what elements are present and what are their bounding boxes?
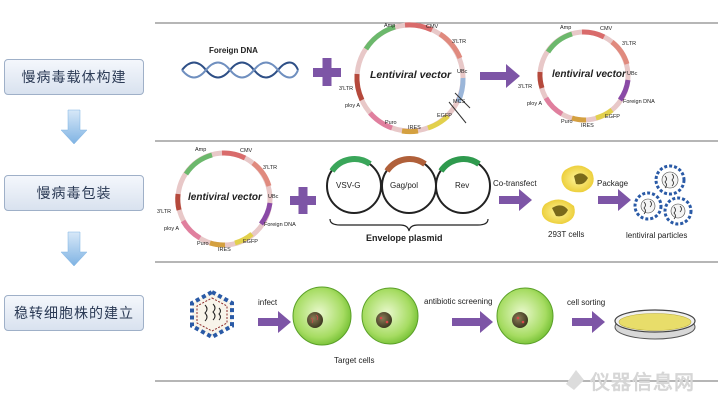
mcs-label: MCS [453,99,466,105]
antibiotic-screening-label: antibiotic screening [424,297,493,306]
row-separators [155,22,718,382]
ubc-label: UBc [268,194,279,200]
ltr-label: 3'LTR [452,39,467,45]
target-cell-icon [496,287,554,345]
vector-title: lentiviral vector [188,192,262,203]
process-arrow-icon [598,189,631,211]
lentiviral-particle-icon [633,191,663,221]
puro-label: Puro [561,119,573,125]
step-vector-construction: 慢病毒载体构建 [4,59,144,95]
down-arrow-icon [60,109,88,145]
infect-label: infect [258,298,278,307]
watermark-text: 仪器信息网 [590,370,695,394]
ubc-label: UBc [627,71,638,77]
lentiviral-particle-icon [654,164,686,196]
cotransfect-label: Co-transfect [493,179,537,188]
egfp-label: EGFP [243,239,258,245]
plasmid-vsvg-label: VSV-G [336,181,361,190]
vector-title: Lentiviral vector [370,69,452,81]
ltr-label: 3'LTR [622,41,637,47]
cmv-label: CMV [240,148,253,154]
plasmid-gagpol-label: Gag/pol [390,181,419,190]
step-stable-cell-line: 稳转细胞株的建立 [4,295,144,331]
envelope-plasmid-label: Envelope plasmid [366,233,443,243]
polya-label: ploy A [345,103,360,109]
virus-particle-icon [190,289,234,340]
amp-label: Amp [384,23,396,29]
plasmid-lentiviral-vector-recombinant [175,150,273,248]
plus-icon [290,187,316,214]
target-cell-icon [292,286,352,346]
cmv-label: CMV [600,26,613,32]
process-arrow-icon [572,311,605,333]
plasmid-rev [435,156,491,214]
plus-icon [313,58,341,86]
process-arrow-icon [452,311,493,333]
amp-label: Amp [195,147,207,153]
ltr-label: 3'LTR [263,165,278,171]
egfp-label: EGFP [605,114,620,120]
lentiviral-particle-icon [663,196,693,226]
cmv-label: CMV [426,24,439,30]
ubc-label: UBc [457,69,468,75]
target-cells-label: Target cells [334,356,375,365]
ltr-label: 3'LTR [339,86,354,92]
ires-label: IRES [218,247,231,253]
process-arrow-icon [480,64,520,88]
cell-293t-icon [541,165,594,224]
target-cell-icon [361,287,419,345]
dna-helix-icon [181,61,299,79]
down-arrow-icon [60,231,88,267]
process-arrow-icon [499,189,532,211]
plasmid-rev-label: Rev [455,181,470,190]
egfp-label: EGFP [437,113,452,119]
process-arrow-icon [258,311,291,333]
step-lentivirus-packaging: 慢病毒包装 [4,175,144,211]
envelope-bracket [329,218,489,232]
ltr-label: 3'LTR [518,84,533,90]
ires-label: IRES [408,125,421,131]
puro-label: Puro [385,120,397,126]
foreign-dna-label: Foreign DNA [623,99,655,105]
plasmid-lentiviral-vector-recombinant [537,29,631,123]
ltr-label: 3'LTR [157,209,172,215]
foreign-dna-label: Foreign DNA [209,46,258,55]
foreign-dna-label: Foreign DNA [264,222,296,228]
cell-sorting-label: cell sorting [567,298,606,307]
watermark-logo-icon [566,370,584,390]
package-label: Package [597,179,629,188]
polya-label: ploy A [527,101,542,107]
polya-label: ploy A [164,226,179,232]
plasmid-lentiviral-vector [354,22,471,135]
cells-293t-label: 293T cells [548,230,585,239]
lentiviral-particles-label: lentiviral particles [626,231,688,240]
petri-dish-icon [614,309,696,340]
puro-label: Puro [197,241,209,247]
vector-title: lentiviral vector [552,69,626,80]
amp-label: Amp [560,25,572,31]
ires-label: IRES [581,123,594,129]
